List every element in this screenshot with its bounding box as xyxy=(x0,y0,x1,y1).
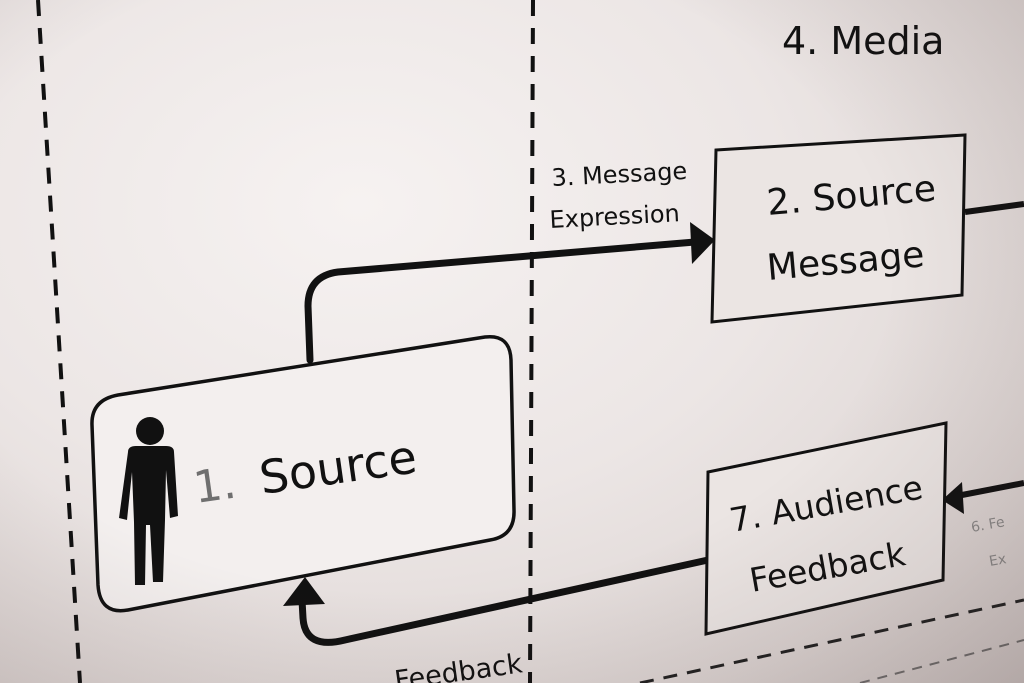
feedback-edge-label: Feedback xyxy=(393,648,525,683)
media-lower-dashed-boundary-2 xyxy=(859,639,1024,683)
incoming-feedback-arrowhead xyxy=(942,482,964,514)
source-node-number: 1. xyxy=(190,458,239,514)
audience-feedback-node-box xyxy=(704,421,948,636)
message-expression-label-line1: 3. Message xyxy=(551,157,688,192)
message-expression-arrowhead xyxy=(690,222,715,264)
source-message-outgoing-line xyxy=(964,201,1024,215)
middle-dashed-boundary xyxy=(528,0,535,683)
message-expression-arrow xyxy=(304,238,699,364)
person-icon xyxy=(119,417,178,585)
incoming-feedback-line xyxy=(961,480,1024,498)
partial-feedback-label-line2: Ex xyxy=(988,551,1008,570)
left-dashed-boundary xyxy=(36,0,82,683)
source-message-node-box xyxy=(710,133,967,324)
feedback-arrow xyxy=(298,556,712,646)
source-node-box xyxy=(90,334,516,613)
media-region-label: 4. Media xyxy=(782,19,944,63)
message-expression-label-line2: Expression xyxy=(549,199,681,234)
media-lower-dashed-boundary xyxy=(639,598,1024,683)
feedback-arrowhead xyxy=(283,577,325,606)
partial-feedback-label-line1: 6. Fe xyxy=(970,514,1006,536)
